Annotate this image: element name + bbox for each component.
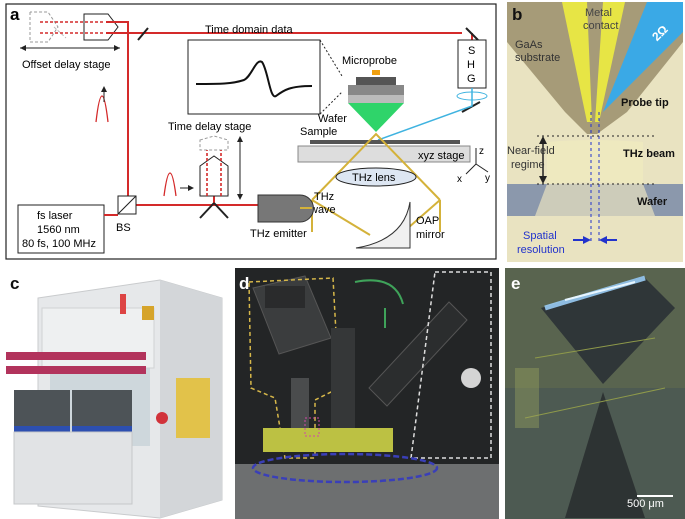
xyz-axes [465,148,489,175]
laser-label-3: 80 fs, 100 MHz [22,238,96,250]
beam-splitter [117,195,137,215]
time-domain-data-inset [187,39,343,115]
gaas-label-1: GaAs [515,39,543,51]
bs-label: BS [116,222,131,234]
oap-label-2: mirror [416,229,445,241]
panel-e-photo: e 500 μm [505,268,685,519]
thz-emitter-label: THz emitter [250,228,307,240]
metal-contact-label-2: contact [583,20,618,32]
axis-z-label: z [479,146,484,157]
gaas-label-2: substrate [515,52,560,64]
offset-delay-stage-label: Offset delay stage [22,59,110,71]
fs-laser-box [17,204,105,254]
scale-bar-label: 500 μm [627,498,664,510]
wafer-label: Wafer [318,113,347,125]
panel-b-schematic: b Metal contact GaAs substrate 2Ω Probe … [507,2,683,262]
laser-label-2: 1560 nm [37,224,80,236]
spatial-res-label-1: Spatial [523,230,557,242]
time-delay-stage [199,135,243,200]
thz-beam-path [311,132,441,236]
pulse-icon-2 [163,172,177,197]
panel-a-schematic: a Offset delay stage [5,3,497,260]
laser-label-1: fs laser [37,210,73,222]
panel-b-letter: b [512,5,522,24]
shg-g: G [467,73,476,85]
pulse-icon-1 [95,95,109,123]
offset-delay-stage [20,11,120,51]
panel-c-photo: c [0,268,232,519]
xyz-stage [297,145,471,163]
xyz-stage-label: xyz stage [418,150,464,162]
thz-wave-label-2: wave [309,204,336,216]
mirrors [137,27,479,219]
near-field-label-2: regime [511,159,545,171]
time-domain-data-label: Time domain data [205,24,294,36]
wafer-label-b: Wafer [637,196,668,208]
metal-contact-label-1: Metal [585,7,612,19]
panel-c-letter: c [10,274,20,293]
probe-beam-path [377,88,473,141]
spatial-res-label-2: resolution [517,244,565,256]
panel-d-photo: d [235,268,499,519]
microprobe [348,70,404,132]
oap-label-1: OAP [416,215,439,227]
probe-beam-2omega [603,2,683,112]
probe-tip-label: Probe tip [621,97,669,109]
thz-lens-label: THz lens [352,172,396,184]
thz-wave-label-1: THz [314,191,334,203]
panel-e-letter: e [511,274,521,293]
panel-d-letter: d [239,274,250,293]
panel-a-letter: a [10,5,20,24]
shg-h: H [467,59,475,71]
thz-lens [335,167,417,187]
microprobe-label: Microprobe [342,55,397,67]
thz-beam-label: THz beam [623,148,675,160]
time-delay-stage-label: Time delay stage [168,121,251,133]
sample-label: Sample [300,126,337,138]
axis-x-label: x [457,174,462,185]
near-field-label-1: Near-field [507,145,555,157]
thz-emitter [257,194,314,223]
oap-mirror [355,201,411,249]
shg-s: S [468,45,475,57]
axis-y-label: y [485,173,490,184]
